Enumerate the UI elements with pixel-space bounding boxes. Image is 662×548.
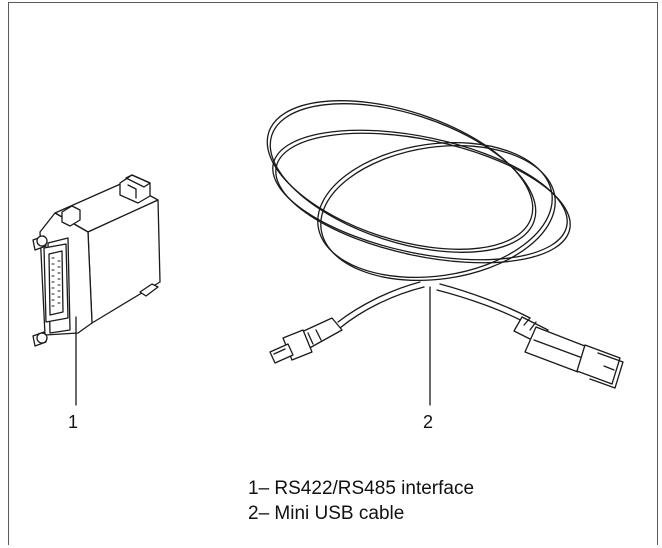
figure-frame	[8, 2, 658, 545]
callout-2: 2	[423, 412, 434, 432]
legend-item-2: 2– Mini USB cable	[248, 503, 405, 524]
usb-cable-drawing	[266, 100, 624, 389]
legend-item-1: 1– RS422/RS485 interface	[248, 478, 475, 499]
callout-1: 1	[68, 412, 79, 432]
interface-module-drawing	[32, 174, 161, 347]
